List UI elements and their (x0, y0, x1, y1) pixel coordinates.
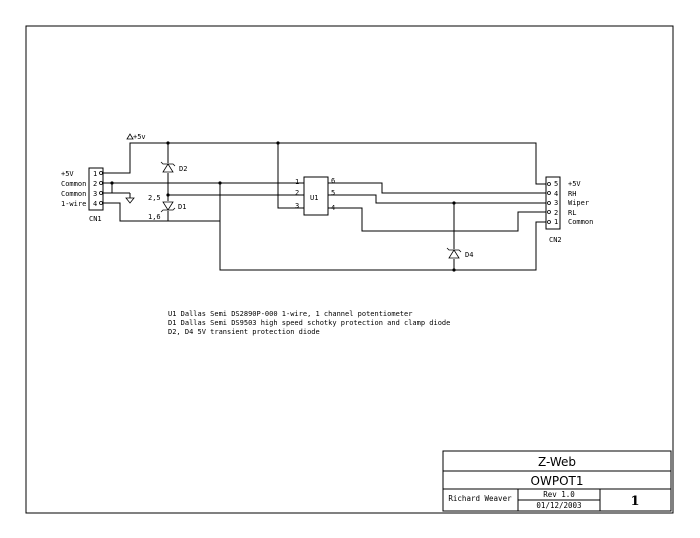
wire-u1-pin6 (328, 182, 546, 194)
cn1-pin-4-terminal (99, 201, 103, 205)
ground-symbol (125, 197, 135, 204)
u1-pin-3-num: 3 (295, 202, 299, 210)
cn2-pin-1-label: Common (568, 218, 593, 226)
cn1-pin-1-label: +5V (61, 170, 74, 178)
u1-pin-2-num: 2 (295, 189, 299, 197)
note-line: D1 Dallas Semi DS9503 high speed schotky… (168, 319, 450, 327)
cn2-pin-3-num: 3 (554, 199, 558, 207)
cn2-pin-4-terminal (547, 191, 551, 195)
cn2-pin-4-label: RH (568, 190, 576, 198)
cn2-pin-2-label: RL (568, 209, 576, 217)
d1-triangle-icon (162, 201, 174, 211)
title-block-frame (442, 450, 672, 512)
connector-cn2: 5 4 3 2 1 +5V RH Wiper RL Common CN2 (545, 176, 593, 244)
wire-common-cn1 (103, 182, 113, 194)
power-label: +5v (133, 133, 146, 141)
power-arrow-icon (126, 133, 134, 140)
wire-common-net (112, 182, 546, 271)
d4-ref: D4 (465, 251, 473, 259)
drawing-date: 01/12/2003 (536, 501, 581, 510)
d1-ref: D1 (178, 203, 186, 211)
junction-dot (166, 193, 170, 197)
cn2-pin-1-terminal (547, 220, 551, 224)
diode-d2: D2 (160, 161, 187, 173)
d4-cathode-bar (446, 247, 462, 253)
junctions (110, 141, 456, 272)
drawing-title: OWPOT1 (531, 474, 584, 488)
cn1-pin-3-label: Common (61, 190, 86, 198)
cn1-pin-3-terminal (99, 191, 103, 195)
ground-icon (125, 197, 135, 204)
company-name: Z-Web (538, 455, 576, 469)
cn1-pin-4-label: 1-wire (61, 200, 86, 208)
cn1-pin-4-num: 4 (93, 200, 97, 208)
cn1-pin-1-terminal (99, 171, 103, 175)
author-name: Richard Weaver (448, 494, 512, 503)
sheet-number: 1 (630, 494, 639, 509)
u1-pin-1-num: 1 (295, 178, 299, 186)
cn1-pin-1-num: 1 (93, 170, 97, 178)
d1-pin-bottom: 1,6 (148, 213, 161, 221)
wire-u1-pin4 (328, 207, 546, 232)
note-line: U1 Dallas Semi DS2890P-000 1-wire, 1 cha… (168, 310, 412, 318)
cn2-pin-2-num: 2 (554, 209, 558, 217)
d2-triangle-icon (162, 163, 174, 173)
cn2-pin-5-label: +5V (568, 180, 581, 188)
junction-dot (110, 181, 114, 185)
junction-dot (166, 141, 170, 145)
cn1-pin-2-num: 2 (93, 180, 97, 188)
cn1-pin-2-terminal (99, 181, 103, 185)
d1-cathode-bar (160, 207, 176, 213)
wires (103, 142, 546, 271)
power-5v-symbol: +5v (126, 133, 146, 141)
cn2-pin-1-num: 1 (554, 218, 558, 226)
parts-notes: U1 Dallas Semi DS2890P-000 1-wire, 1 cha… (168, 310, 450, 336)
wire-1wire (103, 202, 220, 222)
cn1-pin-3-num: 3 (93, 190, 97, 198)
note-line: D2, D4 5V transient protection diode (168, 328, 320, 336)
u1-ref: U1 (310, 194, 318, 202)
u1-body (303, 176, 329, 216)
cn1-body (88, 167, 104, 211)
sheet-border (25, 25, 674, 514)
d2-cathode-bar (160, 161, 176, 167)
wire-u1-pin3 (277, 143, 304, 209)
cn2-pin-3-terminal (547, 201, 551, 205)
cn2-ref: CN2 (549, 236, 562, 244)
cn1-pin-2-label: Common (61, 180, 86, 188)
title-block: Z-Web OWPOT1 Richard Weaver Rev 1.0 01/1… (442, 450, 672, 512)
junction-dot (276, 141, 280, 145)
d4-triangle-icon (448, 249, 460, 259)
wire-5v-rail (103, 142, 546, 185)
cn2-pin-5-num: 5 (554, 180, 558, 188)
cn1-ref: CN1 (89, 215, 102, 223)
d1-pin-top: 2,5 (148, 194, 161, 202)
cn2-pin-5-terminal (547, 182, 551, 186)
wire-u1-pin5 (328, 194, 546, 204)
junction-dot (218, 181, 222, 185)
junction-dot (452, 201, 456, 205)
u1-pin-5-num: 5 (331, 189, 335, 197)
d2-ref: D2 (179, 165, 187, 173)
diode-d1: D1 2,5 1,6 (148, 194, 186, 221)
revision: Rev 1.0 (543, 490, 575, 499)
cn2-pin-3-label: Wiper (568, 199, 589, 207)
cn2-pin-4-num: 4 (554, 190, 558, 198)
diode-d4: D4 (446, 247, 473, 259)
connector-cn1: +5V Common Common 1-wire 1 2 3 4 CN1 (61, 167, 104, 223)
ic-u1: U1 1 2 3 6 5 4 (295, 176, 335, 216)
junction-dot (452, 268, 456, 272)
u1-pin-6-num: 6 (331, 177, 335, 185)
cn2-pin-2-terminal (547, 210, 551, 214)
